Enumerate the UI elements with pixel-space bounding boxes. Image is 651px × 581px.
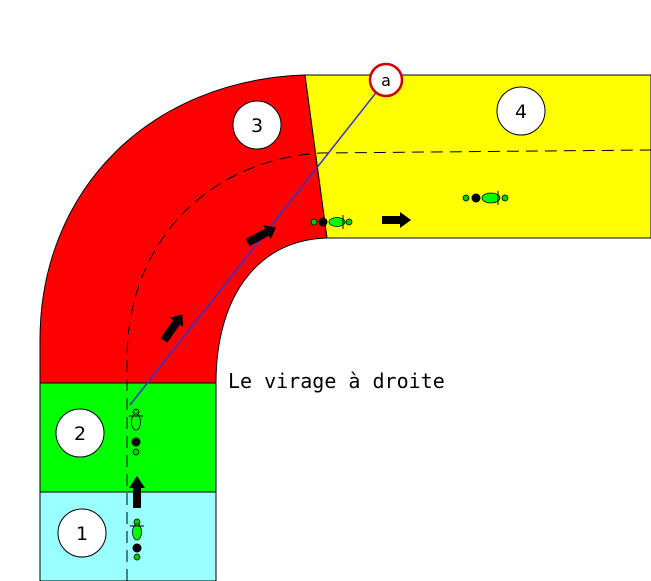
motorcycle-zone1 xyxy=(130,518,144,561)
zone-label-1: 1 xyxy=(57,508,107,558)
motorcycle-zone4 xyxy=(462,191,509,205)
arrow-diagonal-1 xyxy=(160,314,184,343)
zone-4 xyxy=(304,74,651,239)
svg-text:1: 1 xyxy=(76,523,88,545)
zone-label-3: 3 xyxy=(232,100,282,150)
svg-text:a: a xyxy=(381,71,391,90)
zone-label-2: 2 xyxy=(55,408,105,458)
svg-text:2: 2 xyxy=(74,423,86,445)
arrow-up-zone1 xyxy=(129,476,145,508)
arrow-diagonal-2 xyxy=(245,225,276,247)
motorcycle-zone3-exit xyxy=(310,215,353,229)
reference-point-a: a xyxy=(368,62,404,98)
arrow-right-zone4 xyxy=(382,212,411,228)
svg-text:4: 4 xyxy=(515,101,527,123)
center-line xyxy=(126,149,651,581)
zone-label-4: 4 xyxy=(496,86,546,136)
svg-text:3: 3 xyxy=(251,115,263,137)
motorcycle-zone2 xyxy=(129,408,143,456)
sight-line xyxy=(129,79,387,406)
diagram-title: Le virage à droite xyxy=(228,369,445,393)
zone-3 xyxy=(39,74,328,384)
